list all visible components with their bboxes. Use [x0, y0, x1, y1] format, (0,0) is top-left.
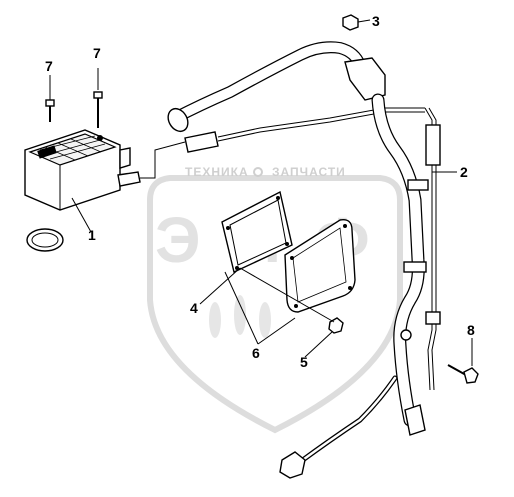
part-6-cover	[284, 219, 356, 313]
callouts: 1 2 3 4 5 6 7 7 8	[45, 13, 475, 370]
watermark-shield	[147, 175, 403, 434]
part-hose-canister-line	[140, 107, 425, 179]
watermark-text-right: ЗАПЧАСТИ	[272, 165, 346, 179]
part-5-screw	[328, 317, 344, 334]
callout-3: 3	[372, 13, 380, 29]
callout-5: 5	[300, 354, 308, 370]
part-upper-hose	[167, 41, 386, 133]
leader-lines	[49, 19, 473, 366]
callout-2: 2	[460, 164, 468, 180]
watermark-gear-icon	[253, 167, 263, 177]
watermark-text-left: ТЕХНИКА	[185, 165, 249, 179]
callout-7-right: 7	[93, 45, 101, 61]
callout-1: 1	[88, 227, 96, 243]
callout-4: 4	[190, 300, 198, 316]
callout-7-left: 7	[45, 58, 53, 74]
part-7-bolt-left	[45, 99, 55, 122]
part-1-canister	[24, 129, 141, 252]
callout-8: 8	[467, 322, 475, 338]
part-4-gasket	[221, 190, 293, 273]
part-2-pipe-assembly	[279, 93, 441, 479]
part-3-nut	[342, 14, 359, 31]
callout-6: 6	[252, 345, 260, 361]
watermark-letter-1: Э	[155, 204, 201, 276]
part-7-bolt-right	[93, 91, 103, 128]
part-8-bolt	[447, 364, 479, 384]
watermark-wheat-icon	[209, 295, 271, 338]
